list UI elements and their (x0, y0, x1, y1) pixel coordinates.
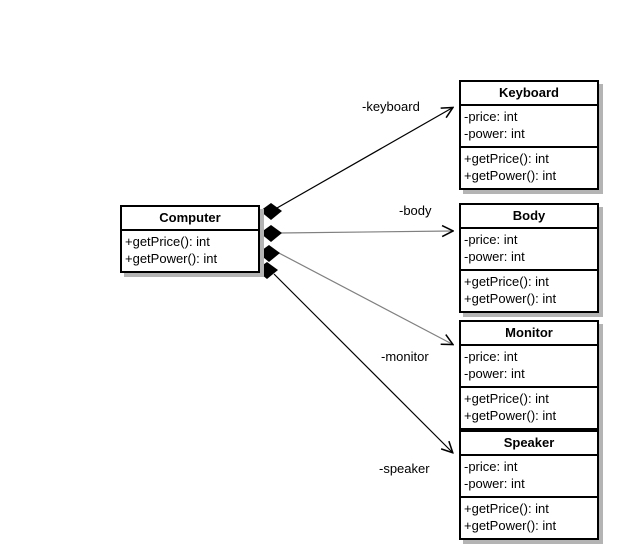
operation-item: +getPrice(): int (464, 151, 549, 166)
class-box-monitor[interactable]: Monitor -price: int -power: int +getPric… (459, 320, 599, 430)
class-name-speaker: Speaker (503, 435, 555, 450)
class-separator (461, 104, 597, 106)
composition-diamond-monitor (258, 245, 280, 262)
operation-item: +getPrice(): int (464, 274, 549, 289)
operation-item: +getPower(): int (464, 408, 557, 423)
class-name-body: Body (512, 208, 546, 223)
edge-computer-monitor (276, 251, 452, 344)
class-separator (461, 269, 597, 271)
class-name-computer: Computer (159, 210, 221, 225)
class-operations-monitor: +getPrice(): int +getPower(): int (461, 388, 597, 428)
class-attributes-monitor: -price: int -power: int (461, 346, 597, 386)
edge-label-speaker: -speaker (379, 461, 430, 476)
class-box-speaker[interactable]: Speaker -price: int -power: int +getPric… (459, 430, 599, 540)
composition-diamond-keyboard (260, 203, 282, 220)
class-separator (461, 386, 597, 388)
attribute-item: -price: int (464, 109, 518, 124)
class-operations-keyboard: +getPrice(): int +getPower(): int (461, 148, 597, 188)
class-box-computer[interactable]: Computer +getPrice(): int +getPower(): i… (120, 205, 260, 273)
edge-label-monitor: -monitor (381, 349, 429, 364)
edge-label-body: -body (399, 203, 432, 218)
class-box-keyboard[interactable]: Keyboard -price: int -power: int +getPri… (459, 80, 599, 190)
class-box-body[interactable]: Body -price: int -power: int +getPrice()… (459, 203, 599, 313)
operation-item: +getPower(): int (125, 251, 218, 266)
attribute-item: -power: int (464, 249, 525, 264)
attribute-item: -power: int (464, 366, 525, 381)
class-name-monitor: Monitor (505, 325, 553, 340)
composition-diamond-body (260, 225, 282, 242)
attribute-item: -power: int (464, 126, 525, 141)
class-attributes-keyboard: -price: int -power: int (461, 106, 597, 146)
edge-computer-body (278, 231, 452, 233)
attribute-item: -power: int (464, 476, 525, 491)
class-separator (461, 454, 597, 456)
operation-item: +getPower(): int (464, 291, 557, 306)
operation-item: +getPrice(): int (464, 501, 549, 516)
class-operations-body: +getPrice(): int +getPower(): int (461, 271, 597, 311)
class-separator (461, 496, 597, 498)
class-separator (461, 227, 597, 229)
class-separator (461, 146, 597, 148)
class-separator (122, 229, 258, 231)
operation-item: +getPrice(): int (125, 234, 210, 249)
operation-item: +getPower(): int (464, 168, 557, 183)
operation-item: +getPower(): int (464, 518, 557, 533)
class-operations-speaker: +getPrice(): int +getPower(): int (461, 498, 597, 538)
edge-label-keyboard: -keyboard (362, 99, 420, 114)
attribute-item: -price: int (464, 232, 518, 247)
operation-item: +getPrice(): int (464, 391, 549, 406)
class-name-keyboard: Keyboard (499, 85, 559, 100)
class-attributes-body: -price: int -power: int (461, 229, 597, 269)
class-attributes-speaker: -price: int -power: int (461, 456, 597, 496)
attribute-item: -price: int (464, 349, 518, 364)
class-separator (461, 344, 597, 346)
edge-computer-keyboard (276, 108, 452, 209)
attribute-item: -price: int (464, 459, 518, 474)
class-operations-computer: +getPrice(): int +getPower(): int (122, 231, 258, 271)
